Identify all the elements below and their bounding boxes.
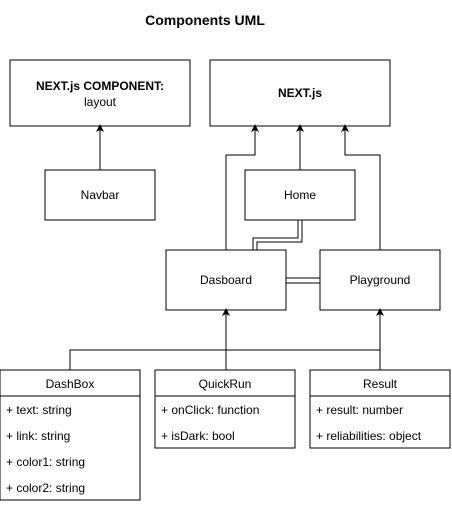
quickrun-attribute: + isDark: bool: [161, 429, 235, 443]
layout-component-box: NEXT.js COMPONENT: layout: [9, 59, 191, 127]
dashbox-class: DashBox + text: string + link: string + …: [0, 369, 141, 501]
dashbox-attribute: + color1: string: [6, 455, 85, 469]
nextjs-box-label: NEXT.js: [278, 86, 322, 100]
result-class-name: Result: [363, 377, 398, 391]
dashbox-class-name: DashBox: [46, 377, 95, 391]
home-box: Home: [244, 169, 356, 221]
dashboard-box-label: Dasboard: [200, 273, 252, 287]
playground-box: Playground: [319, 249, 441, 311]
quickrun-attribute: + onClick: function: [161, 403, 259, 417]
playground-box-label: Playground: [350, 273, 411, 287]
navbar-box: Navbar: [44, 169, 156, 221]
layout-box-subtitle: layout: [84, 95, 117, 109]
diagram-title: Components UML: [145, 12, 265, 28]
dashboard-to-nextjs-arrow: [225, 124, 259, 250]
result-class: Result + result: number + reliabilities:…: [309, 369, 451, 449]
home-dashboard-link-outer: [252, 220, 299, 250]
layout-box-heading: NEXT.js COMPONENT:: [36, 79, 164, 93]
dashboard-box: Dasboard: [165, 249, 287, 311]
dashbox-attribute: + link: string: [6, 429, 70, 443]
home-dashboard-link-inner: [256, 220, 303, 250]
nextjs-box: NEXT.js: [209, 59, 391, 127]
home-box-label: Home: [284, 188, 316, 202]
playground-to-nextjs-arrow: [341, 124, 381, 250]
quickrun-class-name: QuickRun: [199, 377, 252, 391]
navbar-box-label: Navbar: [81, 188, 120, 202]
quickrun-class: QuickRun + onClick: function + isDark: b…: [154, 369, 296, 449]
dashbox-attribute: + text: string: [6, 403, 72, 417]
class-connector-bus: [69, 349, 380, 370]
result-attribute: + reliabilities: object: [316, 429, 422, 443]
dashbox-attribute: + color2: string: [6, 481, 85, 495]
result-attribute: + result: number: [316, 403, 403, 417]
